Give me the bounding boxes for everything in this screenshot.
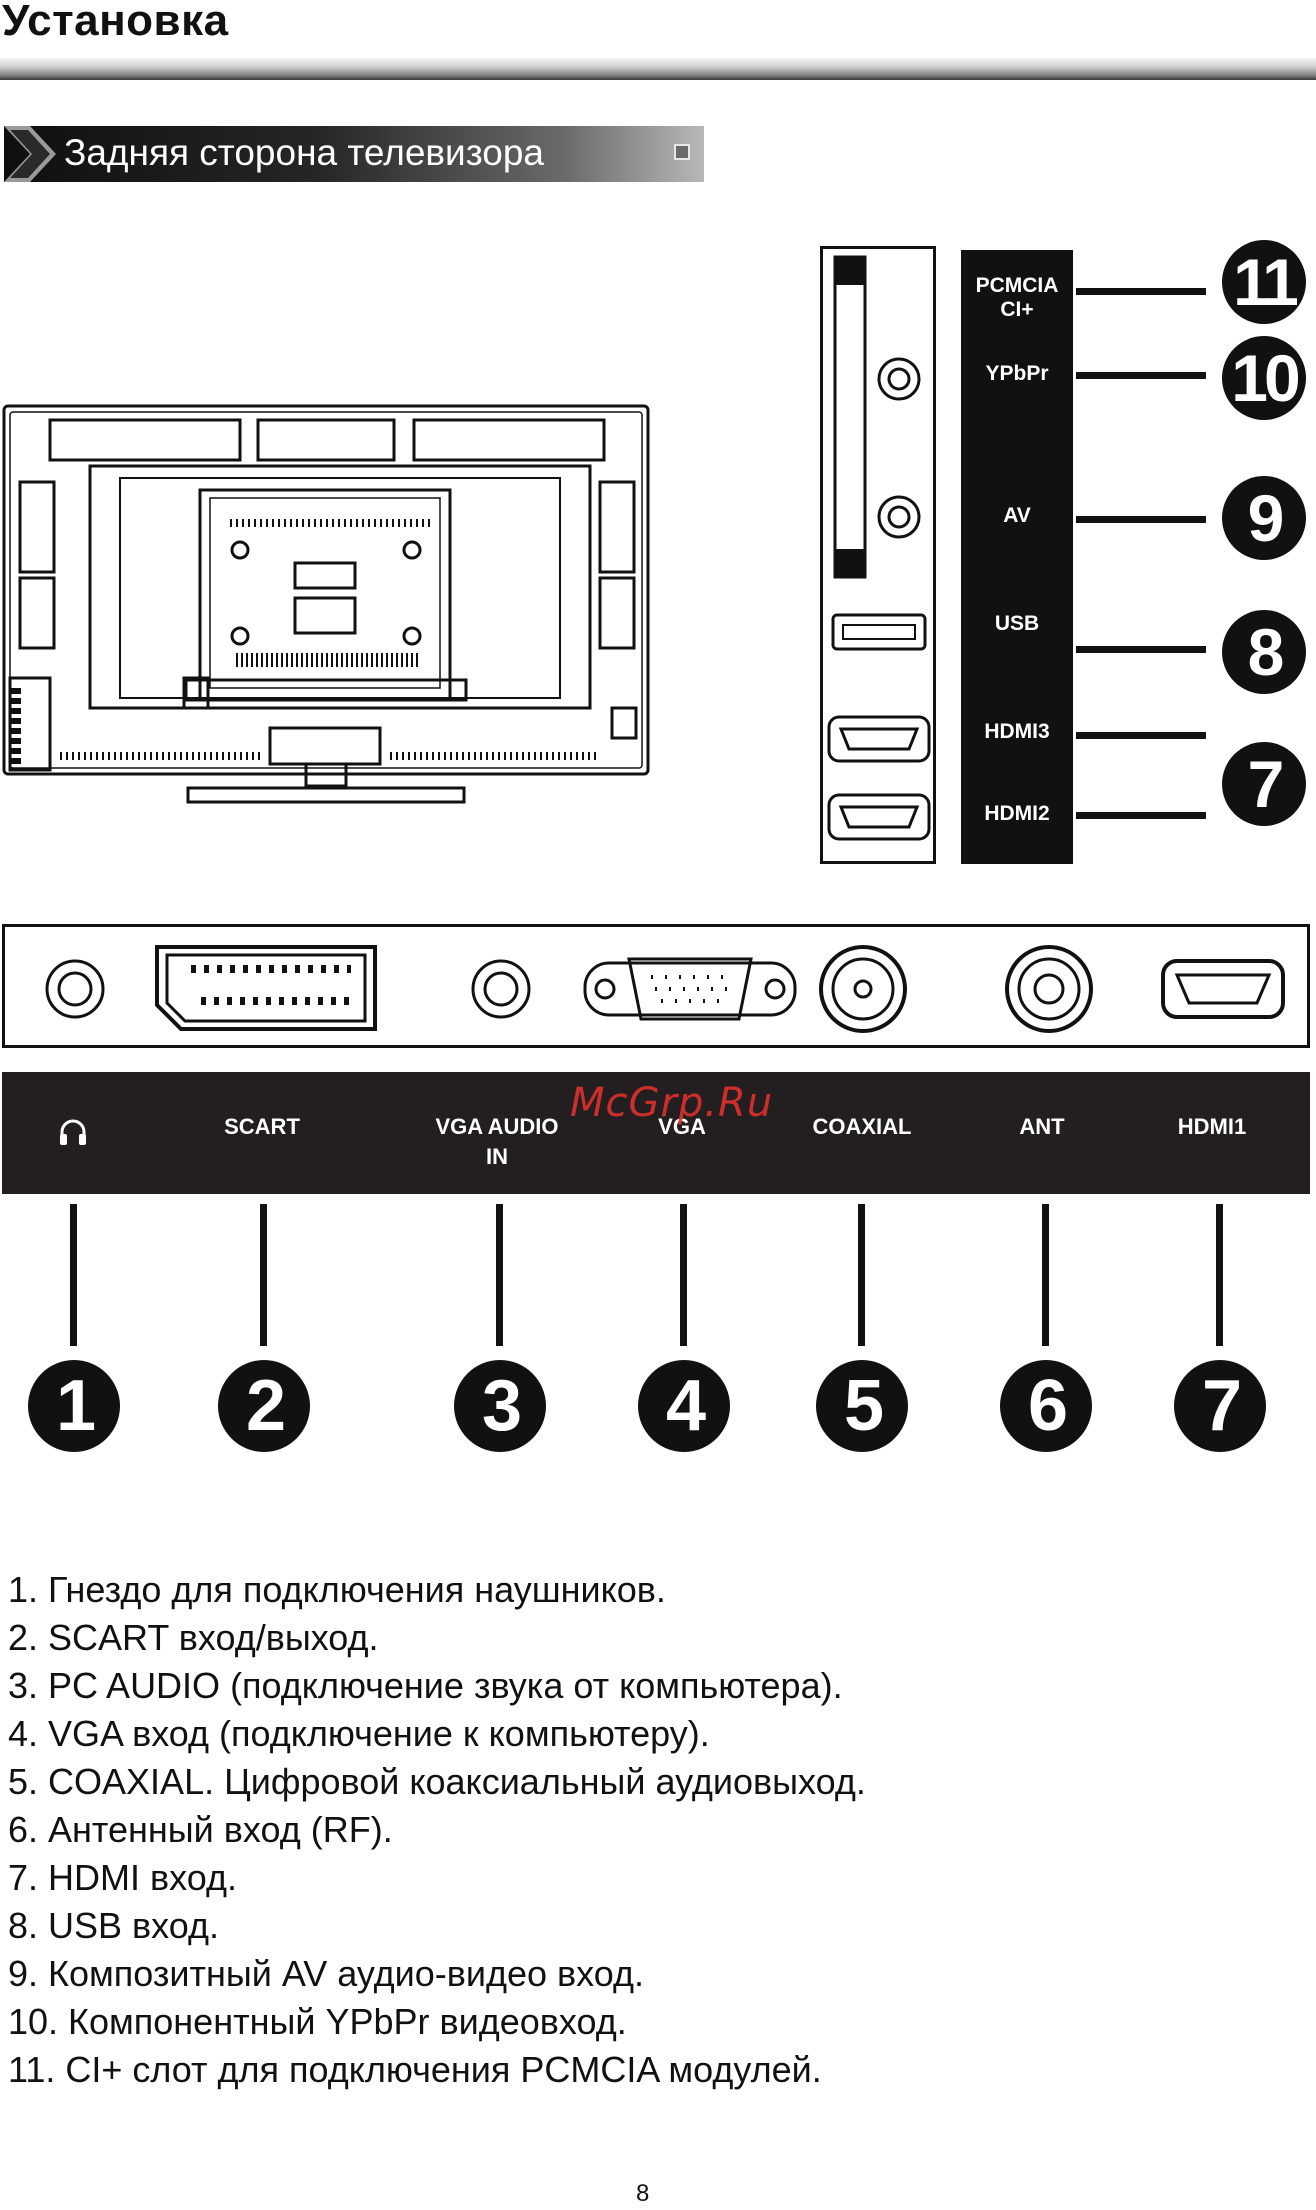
leader-line (1076, 516, 1206, 523)
leader-line (1076, 812, 1206, 819)
bottom-label-bar: SCART VGA AUDIO IN VGA COAXIAL ANT HDMI1 (2, 1072, 1310, 1194)
chevron-right-icon (4, 126, 56, 182)
headphone-icon (60, 1119, 86, 1145)
leader-line (680, 1204, 687, 1346)
label-hdmi2: HDMI2 (984, 802, 1050, 825)
bottom-connectors-illustration (45, 945, 1285, 1033)
list-item: 6. Антенный вход (RF). (8, 1809, 393, 1850)
leader-line (1076, 646, 1206, 653)
leader-line (1042, 1204, 1049, 1346)
list-item: 1. Гнездо для подключения наушников. (8, 1569, 666, 1610)
label-hdmi1: HDMI1 (1177, 1114, 1247, 1139)
page-title: Установка (2, 0, 229, 45)
label-pcmcia: PCMCIA CI+ (975, 274, 1059, 321)
leader-line (1076, 288, 1206, 295)
callout-number: 2 (218, 1360, 310, 1452)
bottom-connector-panel (2, 924, 1310, 1048)
callout-number: 1 (28, 1360, 120, 1452)
label-coaxial: COAXIAL (812, 1114, 912, 1139)
tv-rear-illustration (2, 404, 650, 804)
side-label-panel: PCMCIA CI+ YPbPr AV USB HDMI3 HDMI2 (961, 250, 1073, 864)
side-connector-panel (820, 246, 936, 864)
section-title: Задняя сторона телевизора (64, 132, 545, 173)
list-item: 5. COAXIAL. Цифровой коаксиальный аудиов… (8, 1761, 866, 1802)
leader-line (858, 1204, 865, 1346)
label-ypbpr: YPbPr (985, 362, 1049, 385)
leader-line (496, 1204, 503, 1346)
callout-number: 11 (1222, 240, 1306, 324)
section-banner: Задняя сторона телевизора (4, 126, 704, 182)
list-item: 10. Компонентный YPbPr видеовход. (8, 2001, 627, 2042)
leader-line (1076, 732, 1206, 739)
callout-number: 10 (1222, 336, 1306, 420)
title-underline-bar (0, 58, 1316, 80)
list-item: 3. PC AUDIO (подключение звука от компью… (8, 1665, 843, 1706)
callout-number: 8 (1222, 610, 1306, 694)
label-ant: ANT (1019, 1114, 1065, 1139)
label-vga: VGA (658, 1114, 706, 1139)
callout-number: 5 (816, 1360, 908, 1452)
list-item: 2. SCART вход/выход. (8, 1617, 379, 1658)
list-item: 9. Композитный AV аудио-видео вход. (8, 1953, 644, 1994)
label-hdmi3: HDMI3 (984, 720, 1050, 743)
leader-line (1076, 372, 1206, 379)
page-number: 8 (636, 2180, 650, 2207)
list-item: 11. CI+ слот для подключения PCMCIA моду… (8, 2049, 822, 2090)
callout-number: 7 (1222, 742, 1306, 826)
callout-number: 3 (454, 1360, 546, 1452)
label-av: AV (1003, 504, 1031, 527)
callout-number: 4 (638, 1360, 730, 1452)
label-scart: SCART (224, 1114, 300, 1139)
list-item: 4. VGA вход (подключение к компьютеру). (8, 1713, 710, 1754)
square-icon (674, 144, 690, 160)
label-usb: USB (994, 612, 1040, 635)
callout-number: 7 (1174, 1360, 1266, 1452)
leader-line (70, 1204, 77, 1346)
leader-line (1216, 1204, 1223, 1346)
label-vga-audio-in: VGA AUDIO IN (435, 1114, 559, 1169)
leader-line (260, 1204, 267, 1346)
callout-number: 9 (1222, 476, 1306, 560)
callout-number: 6 (1000, 1360, 1092, 1452)
watermark: McGrp.Ru (570, 1080, 774, 1126)
list-item: 7. HDMI вход. (8, 1857, 237, 1898)
side-connectors-illustration (827, 255, 931, 841)
list-item: 8. USB вход. (8, 1905, 220, 1946)
connector-description-list: 1. Гнездо для подключения наушников. 2. … (8, 1566, 866, 2094)
